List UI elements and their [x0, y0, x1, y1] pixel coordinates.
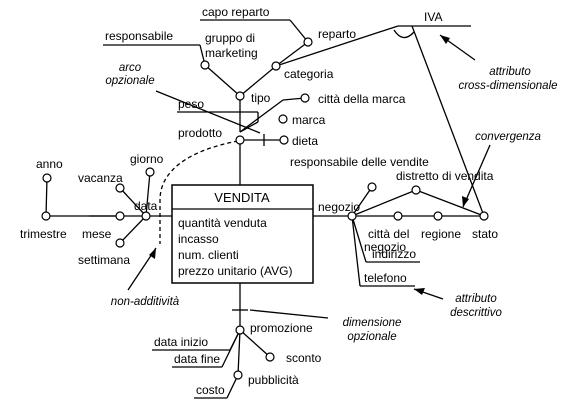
label-indirizzo: indirizzo	[372, 247, 416, 261]
label-settimana: settimana	[78, 253, 130, 267]
node-tipo	[235, 91, 245, 101]
label-sconto: sconto	[286, 351, 322, 365]
label-trimestre: trimestre	[20, 227, 67, 241]
label-tipo: tipo	[251, 91, 271, 105]
label-dieta: dieta	[292, 134, 318, 148]
label-data-fine: data fine	[174, 352, 220, 366]
label-giorno: giorno	[130, 152, 164, 166]
node-reparto	[303, 37, 313, 47]
label-categoria: categoria	[284, 67, 334, 81]
annotation-non-additivita: non-additività	[111, 296, 180, 308]
label-prodotto: prodotto	[178, 126, 222, 140]
fact-name: VENDITA	[214, 190, 270, 205]
annotation-pointers	[127, 34, 491, 319]
node-settimana	[115, 238, 125, 248]
annotation-arco-2: opzionale	[105, 75, 154, 87]
label-responsabile: responsabile	[105, 29, 173, 43]
node-trimestre	[41, 211, 51, 221]
time-hierarchy-lines	[45, 140, 239, 244]
annotation-arco-1: arco	[119, 62, 142, 74]
label-negozio: negozio	[318, 200, 360, 214]
node-data	[141, 211, 151, 221]
node-prodotto	[235, 135, 245, 145]
label-gruppo-marketing-1: gruppo di	[205, 31, 255, 45]
label-capo-reparto: capo reparto	[202, 5, 270, 19]
measure-num-clienti: num. clienti	[178, 248, 239, 262]
annotation-cross-2: cross-dimensionale	[458, 80, 557, 92]
attribute-labels: capo reparto reparto IVA responsabile gr…	[20, 5, 498, 397]
node-marca	[278, 114, 288, 124]
node-categoria	[271, 61, 281, 71]
annotation-dim-opz-2: opzionale	[347, 331, 396, 343]
promotion-hierarchy-lines	[152, 283, 271, 399]
annotations: arco opzionale attributo cross-dimension…	[105, 62, 557, 343]
node-pubblicita	[233, 370, 243, 380]
product-hierarchy-lines	[103, 19, 485, 217]
label-promozione: promozione	[250, 321, 313, 335]
label-data-inizio: data inizio	[154, 335, 208, 349]
label-citta-marca: città della marca	[318, 92, 406, 106]
label-distretto-vendita: distretto di vendita	[396, 169, 494, 183]
node-dieta	[279, 135, 289, 145]
fact-vendita: VENDITA quantità venduta incasso num. cl…	[171, 184, 314, 284]
measure-incasso: incasso	[178, 232, 219, 246]
node-giorno	[145, 167, 155, 177]
label-marca: marca	[292, 113, 326, 127]
label-mese: mese	[82, 227, 112, 241]
label-anno: anno	[36, 157, 63, 171]
node-mese	[115, 211, 125, 221]
label-stato: stato	[472, 227, 498, 241]
label-telefono: telefono	[364, 271, 407, 285]
node-distretto-vendita	[411, 185, 421, 195]
label-responsabile-vendite: responsabile delle vendite	[290, 155, 429, 169]
node-promozione	[235, 325, 245, 335]
node-sconto	[265, 352, 275, 362]
node-responsabile-vendite	[367, 182, 377, 192]
measure-quantita-venduta: quantità venduta	[178, 216, 267, 230]
node-anno	[42, 173, 52, 183]
measure-prezzo-unitario: prezzo unitario (AVG)	[178, 264, 293, 278]
label-data: data	[134, 199, 158, 213]
label-iva: IVA	[424, 10, 442, 24]
annotation-descr-1: attributo	[455, 293, 497, 305]
node-negozio	[347, 211, 357, 221]
attribute-nodes	[41, 37, 489, 380]
node-vacanza	[115, 183, 125, 193]
label-reparto: reparto	[318, 27, 356, 41]
node-citta-negozio	[393, 211, 403, 221]
label-pubblicita: pubblicità	[248, 373, 299, 387]
annotation-descr-2: descrittivo	[450, 307, 502, 319]
node-gruppo-marketing	[200, 60, 210, 70]
annotation-cross-1: attributo	[489, 66, 531, 78]
label-gruppo-marketing-2: marketing	[205, 46, 258, 60]
annotation-convergenza: convergenza	[475, 131, 541, 143]
label-regione: regione	[421, 227, 461, 241]
label-costo: costo	[196, 383, 225, 397]
node-stato	[479, 211, 489, 221]
node-citta-marca	[300, 93, 310, 103]
annotation-dim-opz-1: dimensione	[343, 317, 402, 329]
node-regione	[433, 211, 443, 221]
label-vacanza: vacanza	[78, 171, 123, 185]
label-citta-negozio-1: città del	[368, 227, 409, 241]
label-citta-negozio-2: negozio	[364, 240, 406, 254]
label-peso: peso	[178, 97, 204, 111]
